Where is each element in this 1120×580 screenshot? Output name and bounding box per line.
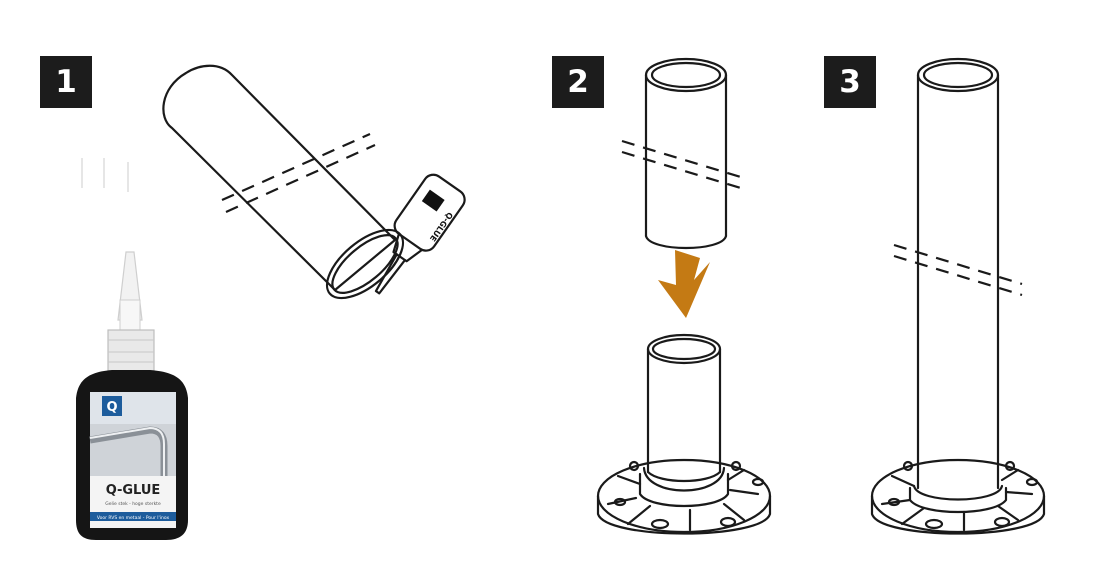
step-2-upper-tube bbox=[621, 57, 745, 250]
step-3-assembled-post bbox=[870, 57, 1046, 535]
step-1-badge: 1 bbox=[40, 56, 92, 108]
step-2-base-stub bbox=[596, 333, 772, 535]
faint-marks bbox=[81, 158, 129, 192]
insert-arrow bbox=[658, 250, 710, 318]
glue-bottle: Q Q-GLUE Gelie stek - hoge sterkte Voor … bbox=[76, 251, 188, 540]
step-1-glue-dispenser: Q-GLUE bbox=[374, 173, 466, 295]
bottle-strip-text: Voor RVS en metaal - Pour l'inox bbox=[97, 515, 170, 521]
bottle-brand-letter: Q bbox=[106, 400, 117, 415]
bottle-tagline: Gelie stek - hoge sterkte bbox=[105, 501, 161, 507]
step-2-badge: 2 bbox=[552, 56, 604, 108]
bottle-product-name: Q-GLUE bbox=[106, 483, 161, 498]
step-1-tube bbox=[162, 64, 405, 300]
step-3-badge: 3 bbox=[824, 56, 876, 108]
